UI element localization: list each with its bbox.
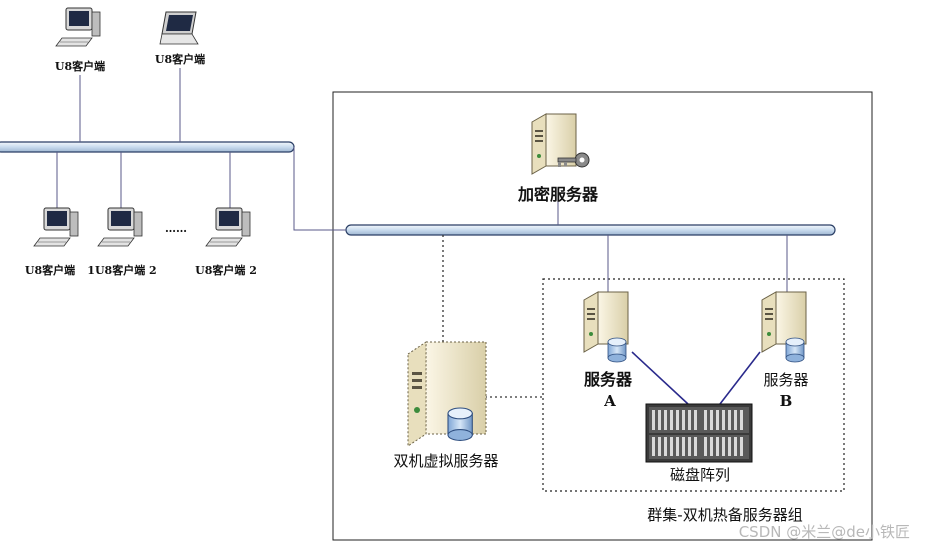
server-b-name: 服务器 [763,371,808,389]
upper-network-bus [0,141,295,153]
client-label: U8客户端 [25,263,75,277]
virtual-server-label: 双机虚拟服务器 [393,452,498,470]
server-b-letter: B [780,392,793,410]
client-label: 1U8客户端 2 [87,263,156,277]
watermark: CSDN @米兰@de小铁匠 [739,523,910,541]
san-link-a [631,351,689,405]
server-a-name: 服务器 [584,370,633,389]
key-icon [557,152,590,168]
tower-server-icon [531,113,577,175]
client-label: U8客户端 [155,52,205,66]
lower-network-bus [345,224,836,236]
database-cylinder-icon [447,407,473,441]
virtual-server-icon [407,341,487,447]
desktop-computer-icon [55,7,101,47]
hot-standby-box [542,278,845,492]
bus-interconnect-line [293,147,346,231]
database-cylinder-icon [607,337,627,363]
server-a-letter: A [603,392,616,410]
disk-array-icon [645,403,753,463]
desktop-computer-icon [205,207,251,247]
san-link-b [719,351,761,405]
desktop-computer-icon [33,207,79,247]
client-label: U8客户端 [55,59,105,73]
ellipsis: …… [165,222,187,235]
desktop-computer-icon [97,207,143,247]
database-cylinder-icon [785,337,805,363]
cluster-frame [332,91,873,541]
cluster-group-label: 群集-双机热备服务器组 [647,506,802,524]
laptop-icon [159,11,199,45]
encryption-server-label: 加密服务器 [517,185,599,204]
disk-array-label: 磁盘阵列 [670,466,730,484]
client-label: U8客户端 2 [195,263,257,277]
